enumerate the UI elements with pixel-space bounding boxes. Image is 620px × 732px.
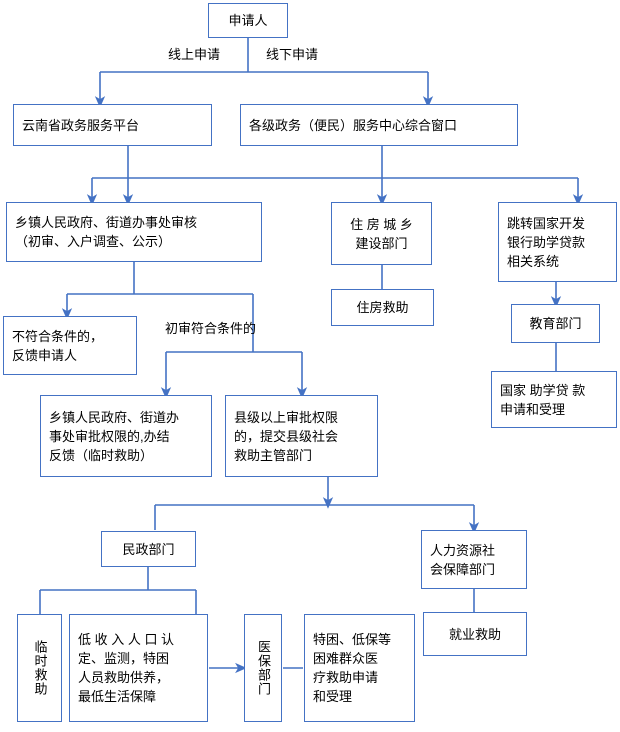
node-township-review[interactable]: 乡镇人民政府、街道办事处审核 （初审、入户调查、公示） xyxy=(6,202,262,262)
node-hrss-dept[interactable]: 人力资源社 会保障部门 xyxy=(421,530,527,589)
node-temporary-aid[interactable]: 临时救助 xyxy=(17,614,62,722)
node-low-income-identification[interactable]: 低 收 入 人 口 认 定、监测，特困 人员救助供养， 最低生活保障 xyxy=(69,614,208,722)
label-offline-application: 线下申请 xyxy=(266,47,319,62)
node-medical-aid-application[interactable]: 特困、低保等 困难群众医 疗救助申请 和受理 xyxy=(304,614,415,722)
node-applicant[interactable]: 申请人 xyxy=(208,3,288,38)
node-not-qualified[interactable]: 不符合条件的， 反馈申请人 xyxy=(3,316,137,375)
node-township-authority[interactable]: 乡镇人民政府、街道办 事处审批权限的,办结 反馈（临时救助） xyxy=(40,395,212,477)
node-medical-insurance-dept[interactable]: 医保部门 xyxy=(244,614,282,722)
node-cdb-loan-system[interactable]: 跳转国家开发 银行助学贷款 相关系统 xyxy=(498,202,617,282)
node-housing-aid[interactable]: 住房救助 xyxy=(331,289,434,326)
node-service-window[interactable]: 各级政务（便民）服务中心综合窗口 xyxy=(240,104,518,146)
node-civil-affairs-dept[interactable]: 民政部门 xyxy=(101,531,196,567)
label-preliminary-qualified: 初审符合条件的 xyxy=(165,321,257,336)
node-education-dept[interactable]: 教育部门 xyxy=(511,304,600,343)
node-yunnan-platform[interactable]: 云南省政务服务平台 xyxy=(13,104,212,146)
node-housing-dept[interactable]: 住 房 城 乡 建设部门 xyxy=(331,202,432,265)
node-national-student-loan[interactable]: 国家 助学贷 款 申请和受理 xyxy=(491,371,617,428)
node-county-authority[interactable]: 县级以上审批权限 的，提交县级社会 救助主管部门 xyxy=(225,395,378,477)
node-employment-aid[interactable]: 就业救助 xyxy=(423,612,527,656)
label-online-application: 线上申请 xyxy=(168,47,221,62)
